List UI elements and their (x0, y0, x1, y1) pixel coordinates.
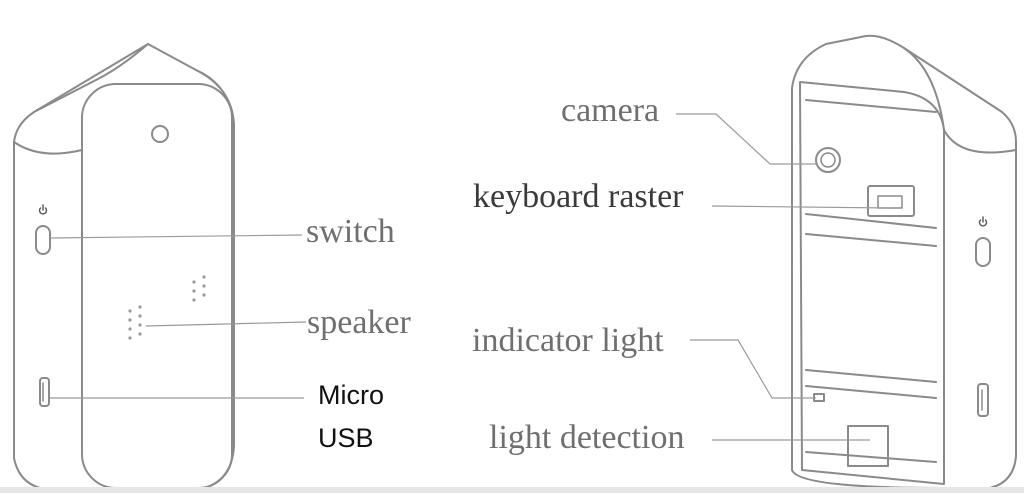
right-side-port (977, 383, 989, 417)
keyboard-raster-window (867, 185, 915, 217)
rear-camera (815, 147, 841, 173)
speaker-label: speaker (307, 304, 411, 341)
light-detection-label: light detection (489, 419, 685, 456)
camera-label: camera (561, 92, 660, 129)
leader-lines (49, 113, 893, 441)
micro-usb-label-line2: USB (318, 423, 374, 453)
light-detection-window (847, 425, 889, 467)
left-switch (35, 225, 51, 255)
keyboard-raster-label: keyboard raster (473, 178, 684, 215)
power-icon (978, 216, 988, 227)
right-switch (975, 237, 991, 267)
switch-label: switch (306, 213, 395, 250)
micro-usb-port (39, 377, 50, 407)
speaker-grilles (128, 275, 206, 340)
front-camera-hole (151, 125, 169, 143)
micro-usb-label-line1: Micro (318, 380, 384, 410)
power-icon (38, 204, 48, 215)
left-device-body (13, 43, 235, 491)
right-device-body (791, 34, 1017, 489)
indicator-light-label: indicator light (472, 322, 664, 359)
bottom-divider (0, 487, 1024, 493)
